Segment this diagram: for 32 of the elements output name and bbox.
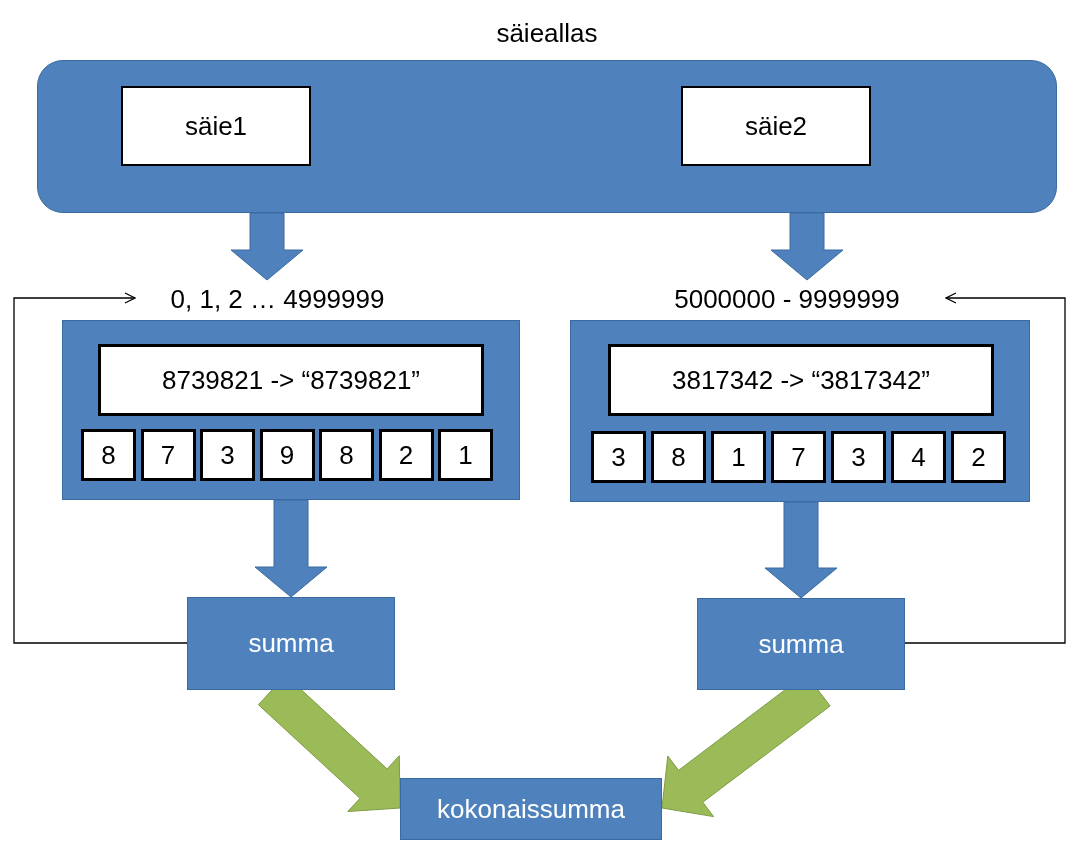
digit-box: 9 bbox=[259, 429, 315, 481]
worker-panel bbox=[570, 320, 1030, 502]
thread-box: säie1 bbox=[121, 86, 311, 166]
digit-box: 3 bbox=[591, 431, 646, 483]
block-arrow bbox=[254, 499, 328, 598]
feedback-arrow bbox=[904, 292, 1066, 644]
pool-title: säieallas bbox=[495, 17, 599, 50]
digit-box: 2 bbox=[951, 431, 1006, 483]
sum-box: summa bbox=[187, 597, 395, 690]
digit-box: 3 bbox=[200, 429, 255, 481]
digit-box: 8 bbox=[319, 429, 374, 481]
digit-box: 8 bbox=[81, 429, 136, 481]
digit-box: 3 bbox=[831, 431, 886, 483]
block-arrow bbox=[770, 212, 844, 281]
range-label: 0, 1, 2 … 4999999 bbox=[135, 280, 420, 318]
block-arrow bbox=[764, 501, 838, 599]
digit-box: 4 bbox=[891, 431, 946, 483]
conversion-box: 3817342 -> “3817342” bbox=[608, 344, 994, 416]
digit-box: 2 bbox=[378, 429, 434, 481]
sum-box: kokonaissumma bbox=[400, 778, 662, 840]
digit-box: 8 bbox=[651, 431, 706, 483]
thread-box: säie2 bbox=[681, 86, 871, 166]
conversion-box: 8739821 -> “8739821” bbox=[98, 344, 484, 416]
block-arrow bbox=[230, 212, 304, 281]
digit-box: 1 bbox=[438, 429, 493, 481]
digit-box: 7 bbox=[771, 431, 826, 483]
range-label: 5000000 - 9999999 bbox=[628, 280, 946, 318]
feedback-arrow bbox=[13, 292, 188, 644]
worker-panel bbox=[62, 320, 520, 500]
sum-box: summa bbox=[697, 598, 905, 690]
digit-box: 1 bbox=[711, 431, 766, 483]
digit-box: 7 bbox=[140, 429, 196, 481]
